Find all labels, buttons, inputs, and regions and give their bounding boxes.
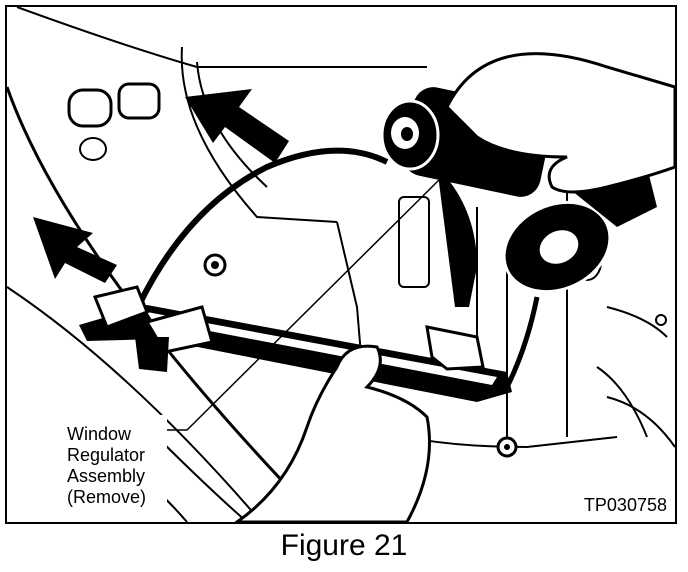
regulator-clip bbox=[92, 285, 149, 329]
regulator-clip-lower bbox=[135, 337, 169, 372]
upper-hand bbox=[445, 52, 675, 194]
window-regulator-illustration bbox=[7, 7, 675, 522]
callout-background bbox=[57, 415, 167, 507]
door-outer-edge bbox=[7, 86, 309, 509]
bolt bbox=[655, 314, 667, 326]
bolt bbox=[211, 261, 219, 269]
access-hole bbox=[67, 88, 113, 128]
figure-caption: Figure 21 bbox=[280, 529, 408, 562]
access-hole bbox=[117, 82, 161, 120]
callout-line-window: Window bbox=[67, 424, 132, 444]
door-panel-line-2 bbox=[180, 46, 338, 223]
removal-arrow bbox=[33, 217, 117, 283]
right-edge-detail bbox=[596, 306, 675, 448]
callout-leader bbox=[165, 176, 443, 431]
callout-line-remove: (Remove) bbox=[67, 487, 147, 507]
regulator-cable bbox=[136, 147, 389, 307]
door-panel-line bbox=[16, 7, 427, 68]
callout-line-regulator: Regulator bbox=[67, 445, 146, 465]
callout-line-assembly: Assembly bbox=[67, 466, 146, 486]
bolt bbox=[504, 444, 510, 450]
regulator-lift-plate bbox=[425, 325, 485, 371]
regulator-rail-highlight bbox=[147, 312, 497, 385]
access-hole bbox=[79, 137, 107, 161]
access-hole bbox=[398, 196, 430, 288]
figure-frame: Window Regulator Assembly (Remove) TP030… bbox=[5, 5, 677, 524]
door-inner-edge bbox=[7, 286, 258, 518]
image-reference-code: TP030758 bbox=[583, 495, 667, 515]
lower-hand bbox=[234, 344, 431, 522]
removal-arrow bbox=[185, 89, 289, 163]
regulator-cable-lower bbox=[504, 296, 540, 389]
